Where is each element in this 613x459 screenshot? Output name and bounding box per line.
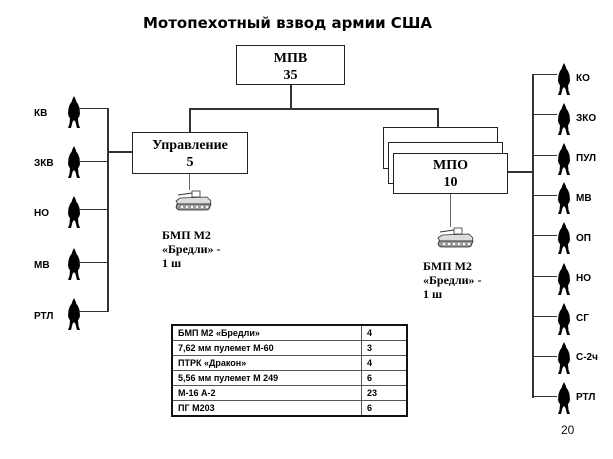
soldier-icon bbox=[556, 263, 572, 296]
squad-member-label: ПУЛ bbox=[576, 153, 597, 164]
connector-horizontal-top bbox=[189, 108, 438, 110]
squad-member-connector bbox=[532, 195, 557, 196]
squad-member-connector bbox=[532, 74, 557, 75]
equipment-qty: 6 bbox=[361, 370, 408, 386]
hq-bracket-to-box bbox=[107, 151, 132, 153]
soldier-icon bbox=[66, 196, 82, 229]
platoon-box: МПВ 35 bbox=[236, 45, 345, 85]
hq-member-label: НО bbox=[34, 208, 49, 219]
squad-bracket-to-box bbox=[508, 171, 532, 173]
squad-name: МПО bbox=[433, 158, 468, 173]
squad-member-label: РТЛ bbox=[576, 392, 596, 403]
page-number: 20 bbox=[561, 423, 575, 437]
equipment-name: ПТРК «Дракон» bbox=[171, 355, 362, 371]
hq-member-label: ЗКВ bbox=[34, 158, 54, 169]
soldier-icon bbox=[66, 146, 82, 179]
soldier-icon bbox=[556, 342, 572, 375]
soldier-icon bbox=[66, 298, 82, 331]
hq-vehicle-caption: БМП М2 «Бредли» - 1 ш bbox=[162, 228, 221, 270]
table-row: ПТРК «Дракон» 4 bbox=[171, 355, 408, 371]
squad-vehicle-line3: 1 ш bbox=[423, 287, 443, 301]
diagram-title: Мотопехотный взвод армии США bbox=[143, 14, 432, 32]
squad-box: МПО 10 bbox=[393, 153, 508, 194]
hq-vehicle-line2: «Бредли» - bbox=[162, 242, 221, 256]
squad-member-label: КО bbox=[576, 73, 590, 84]
soldier-icon bbox=[556, 222, 572, 255]
equipment-qty: 23 bbox=[361, 385, 408, 401]
equipment-name: М-16 А-2 bbox=[171, 385, 362, 401]
hq-member-label: РТЛ bbox=[34, 311, 54, 322]
equipment-qty: 4 bbox=[361, 355, 408, 371]
table-row: ПГ М203 6 bbox=[171, 400, 408, 417]
squad-member-connector bbox=[532, 235, 557, 236]
headquarters-name: Управление bbox=[152, 138, 228, 153]
equipment-name: ПГ М203 bbox=[171, 400, 362, 417]
hq-member-connector bbox=[79, 161, 108, 162]
squad-vehicle-line1: БМП М2 bbox=[423, 259, 472, 273]
squad-member-label: С-2ч bbox=[576, 352, 598, 363]
soldier-icon bbox=[556, 303, 572, 336]
soldier-icon bbox=[66, 248, 82, 281]
squad-vehicle-line2: «Бредли» - bbox=[423, 273, 482, 287]
connector-squad-to-vehicle bbox=[450, 194, 451, 227]
equipment-qty: 3 bbox=[361, 340, 408, 356]
hq-bracket-vertical bbox=[107, 108, 109, 312]
connector-hq-to-vehicle bbox=[189, 174, 190, 190]
table-row: 7,62 мм пулемет М-60 3 bbox=[171, 340, 408, 356]
squad-member-label: ОП bbox=[576, 233, 591, 244]
headquarters-box: Управление 5 bbox=[132, 132, 248, 174]
hq-member-connector bbox=[79, 209, 108, 210]
squad-member-connector bbox=[532, 316, 557, 317]
soldier-icon bbox=[556, 182, 572, 215]
squad-member-label: ЗКО bbox=[576, 113, 597, 124]
hq-member-connector bbox=[79, 311, 108, 312]
ifv-tank-icon bbox=[174, 189, 214, 211]
equipment-qty: 6 bbox=[361, 400, 408, 417]
table-row: М-16 А-2 23 bbox=[171, 385, 408, 401]
squad-member-connector bbox=[532, 276, 557, 277]
equipment-name: БМП М2 «Бредли» bbox=[171, 324, 362, 341]
soldier-icon bbox=[556, 382, 572, 415]
hq-vehicle-line3: 1 ш bbox=[162, 256, 182, 270]
ifv-tank-icon bbox=[436, 226, 476, 248]
table-row: 5,56 мм пулемет М 249 6 bbox=[171, 370, 408, 386]
squad-member-connector bbox=[532, 396, 557, 397]
squad-member-connector bbox=[532, 114, 557, 115]
hq-member-connector bbox=[79, 262, 108, 263]
equipment-name: 7,62 мм пулемет М-60 bbox=[171, 340, 362, 356]
connector-platoon-down bbox=[290, 85, 292, 108]
platoon-name: МПВ bbox=[273, 51, 308, 66]
connector-to-squads bbox=[437, 108, 439, 127]
squad-bracket-vertical bbox=[532, 74, 534, 398]
soldier-icon bbox=[556, 103, 572, 136]
equipment-table: БМП М2 «Бредли» 4 7,62 мм пулемет М-60 3… bbox=[171, 324, 408, 417]
headquarters-count: 5 bbox=[186, 155, 194, 170]
soldier-icon bbox=[556, 143, 572, 176]
hq-member-label: КВ bbox=[34, 108, 48, 119]
equipment-name: 5,56 мм пулемет М 249 bbox=[171, 370, 362, 386]
squad-member-label: МВ bbox=[576, 193, 592, 204]
hq-vehicle-line1: БМП М2 bbox=[162, 228, 211, 242]
soldier-icon bbox=[66, 96, 82, 129]
hq-member-connector bbox=[79, 108, 108, 109]
squad-count: 10 bbox=[443, 175, 458, 190]
soldier-icon bbox=[556, 63, 572, 96]
squad-member-connector bbox=[532, 356, 557, 357]
equipment-qty: 4 bbox=[361, 324, 408, 341]
squad-member-label: СГ bbox=[576, 313, 589, 324]
squad-vehicle-caption: БМП М2 «Бредли» - 1 ш bbox=[423, 259, 482, 301]
table-row: БМП М2 «Бредли» 4 bbox=[171, 324, 408, 341]
hq-member-label: МВ bbox=[34, 260, 50, 271]
squad-member-connector bbox=[532, 155, 557, 156]
platoon-count: 35 bbox=[283, 68, 298, 83]
squad-member-label: НО bbox=[576, 273, 591, 284]
connector-to-hq bbox=[189, 108, 191, 132]
